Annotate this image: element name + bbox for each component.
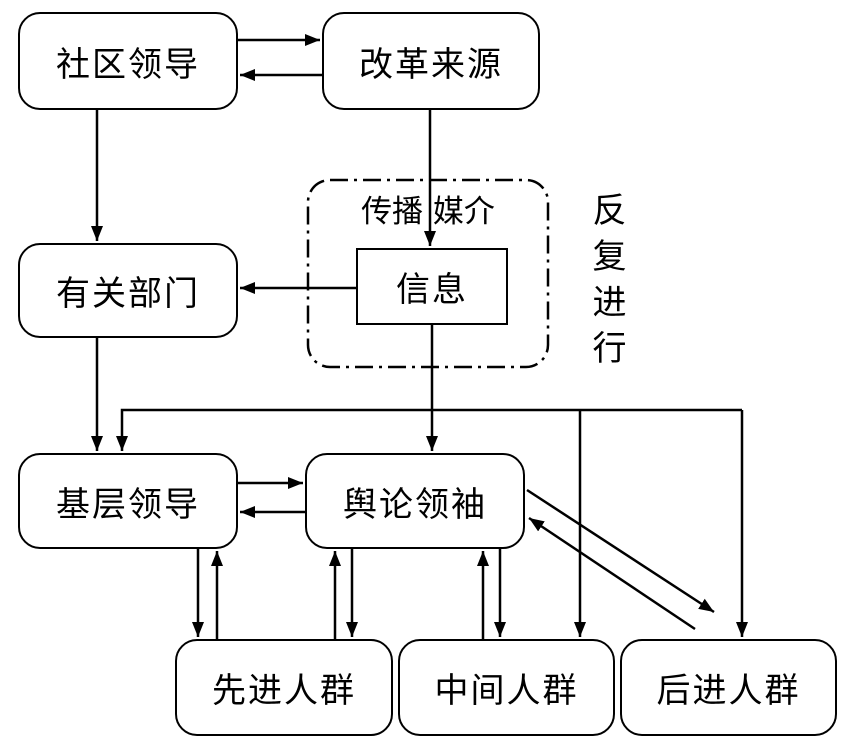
node-community-leader: 社区领导 bbox=[18, 12, 238, 110]
arrow-feedback-to-grassroots-leader bbox=[116, 408, 742, 451]
node-reform-source: 改革来源 bbox=[322, 12, 540, 110]
media-group-label: 传播 媒介 bbox=[361, 194, 495, 230]
media-group-frame bbox=[306, 178, 550, 369]
node-opinion-leader: 舆论领袖 bbox=[305, 453, 525, 549]
node-lagging-group: 后进人群 bbox=[620, 639, 837, 736]
repeat-process-label: 反复进行 bbox=[586, 192, 626, 376]
node-advanced-group: 先进人群 bbox=[175, 639, 393, 736]
arrow-opinion-leader-to-lagging-group bbox=[526, 488, 715, 614]
node-grassroots-leader: 基层领导 bbox=[18, 453, 238, 549]
node-information: 信息 bbox=[356, 248, 508, 325]
node-middle-group: 中间人群 bbox=[398, 639, 615, 736]
node-related-departments: 有关部门 bbox=[18, 243, 238, 338]
arrow-lagging-group-to-opinion-leader bbox=[528, 516, 696, 631]
